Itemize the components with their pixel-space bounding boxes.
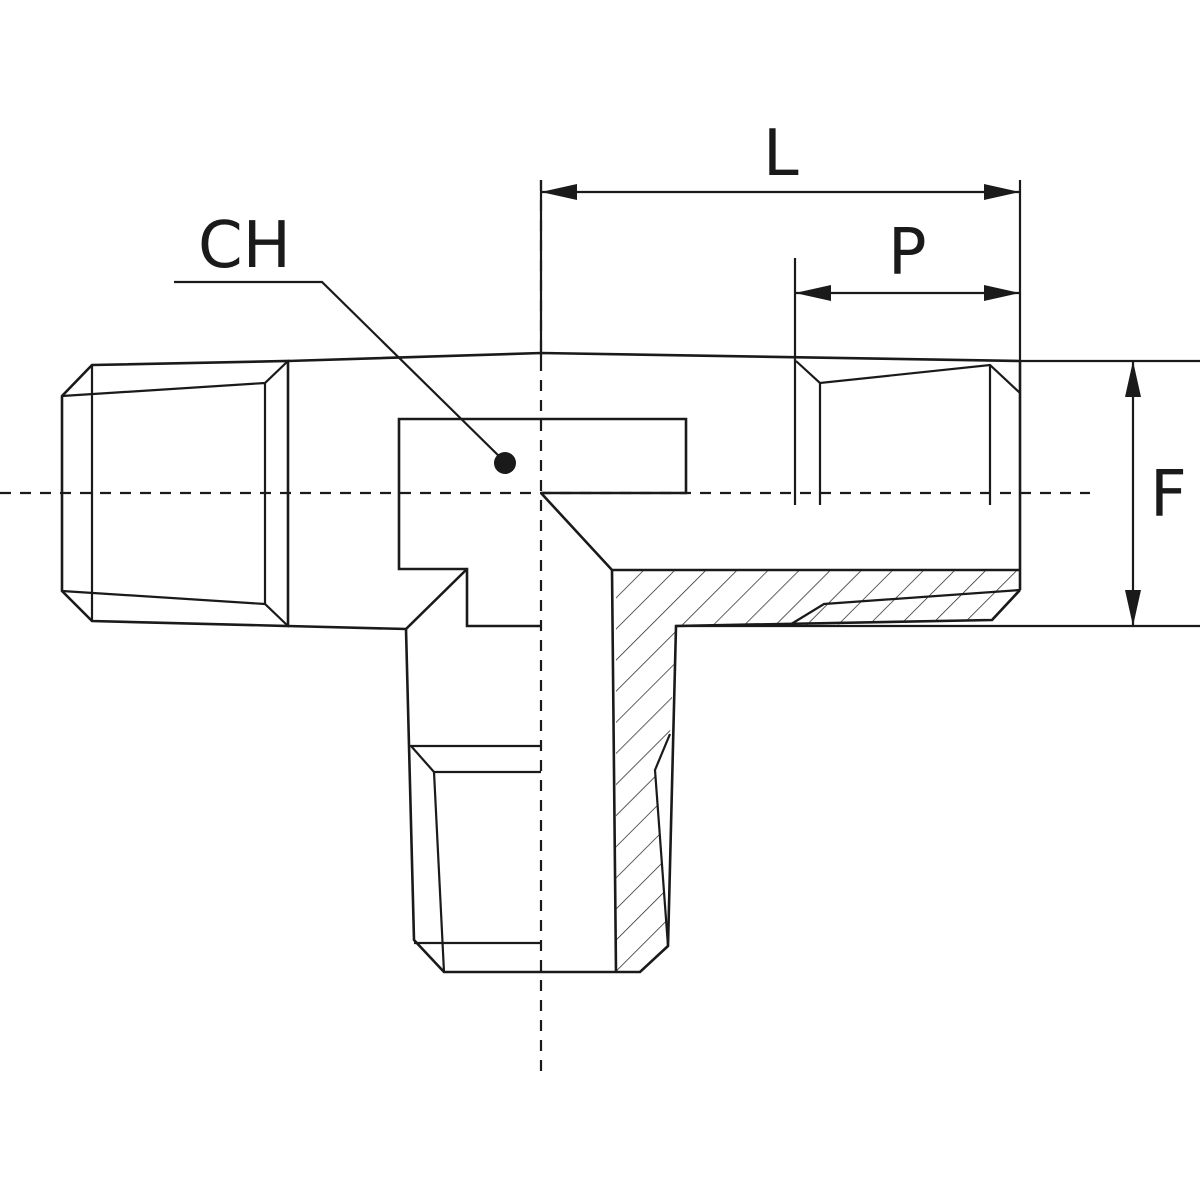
l-label: L xyxy=(763,117,799,191)
bottom-female-thread xyxy=(408,744,541,973)
p-label: P xyxy=(888,216,927,290)
right-female-thread xyxy=(793,258,1021,505)
ch-leader xyxy=(174,280,516,474)
f-dimension xyxy=(676,359,1200,628)
tee-body xyxy=(287,351,1022,974)
p-dimension xyxy=(795,285,1020,301)
ch-label: CH xyxy=(198,209,291,283)
l-dimension xyxy=(539,180,1022,361)
f-label: F xyxy=(1150,458,1187,532)
left-male-thread xyxy=(60,359,290,628)
